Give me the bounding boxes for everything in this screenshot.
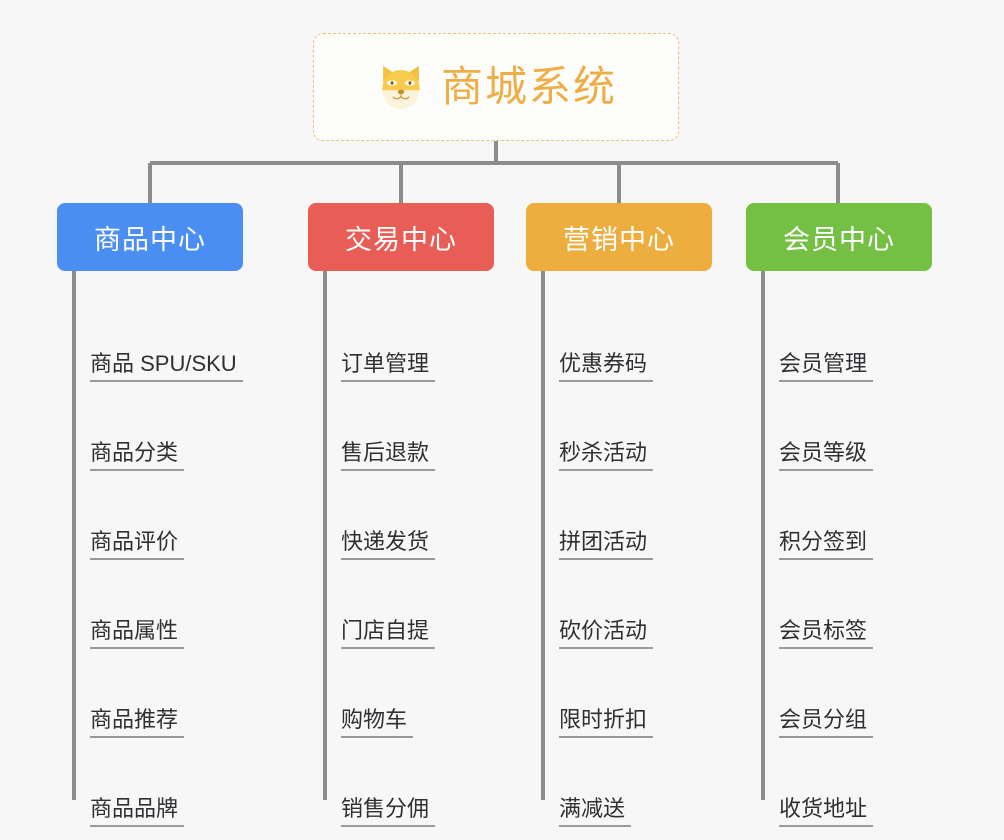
root-title: 商城系统 bbox=[440, 63, 617, 110]
leaf-label: 销售分佣 bbox=[341, 797, 436, 827]
list-item[interactable]: 秒杀活动 bbox=[526, 382, 712, 471]
list-item[interactable]: 限时折扣 bbox=[526, 649, 712, 738]
list-item[interactable]: 订单管理 bbox=[308, 293, 494, 382]
leaf-label: 会员等级 bbox=[779, 441, 874, 471]
category-label-2: 营销中心 bbox=[563, 224, 675, 255]
column-product-center: 商品中心 商品 SPU/SKU 商品分类 商品评价 商品属性 商品推荐 商品品牌 bbox=[57, 203, 243, 827]
column-trade-center: 交易中心 订单管理 售后退款 快递发货 门店自提 购物车 销售分佣 bbox=[308, 203, 494, 827]
leaf-list-3: 会员管理 会员等级 积分签到 会员标签 会员分组 收货地址 bbox=[746, 271, 932, 827]
list-item[interactable]: 商品推荐 bbox=[57, 649, 243, 738]
leaf-label: 商品分类 bbox=[90, 441, 185, 471]
leaf-label: 秒杀活动 bbox=[559, 441, 654, 471]
list-item[interactable]: 销售分佣 bbox=[308, 738, 494, 827]
root-node[interactable]: 商城系统 bbox=[313, 33, 679, 141]
list-item[interactable]: 砍价活动 bbox=[526, 560, 712, 649]
leaf-label: 会员分组 bbox=[779, 708, 874, 738]
leaf-label: 商品推荐 bbox=[90, 708, 185, 738]
list-item[interactable]: 商品属性 bbox=[57, 560, 243, 649]
category-box-1[interactable]: 交易中心 bbox=[308, 203, 494, 271]
list-item[interactable]: 商品 SPU/SKU bbox=[57, 293, 243, 382]
leaf-list-1: 订单管理 售后退款 快递发货 门店自提 购物车 销售分佣 bbox=[308, 271, 494, 827]
leaf-list-0: 商品 SPU/SKU 商品分类 商品评价 商品属性 商品推荐 商品品牌 bbox=[57, 271, 243, 827]
list-item[interactable]: 商品品牌 bbox=[57, 738, 243, 827]
list-item[interactable]: 拼团活动 bbox=[526, 471, 712, 560]
column-member-center: 会员中心 会员管理 会员等级 积分签到 会员标签 会员分组 收货地址 bbox=[746, 203, 932, 827]
leaf-label: 售后退款 bbox=[341, 441, 436, 471]
shiba-dog-face-icon bbox=[375, 61, 427, 113]
leaf-label: 商品 SPU/SKU bbox=[90, 352, 243, 382]
list-item[interactable]: 会员管理 bbox=[746, 293, 932, 382]
category-box-3[interactable]: 会员中心 bbox=[746, 203, 932, 271]
leaf-label: 会员管理 bbox=[779, 352, 874, 382]
leaf-list-2: 优惠券码 秒杀活动 拼团活动 砍价活动 限时折扣 满减送 bbox=[526, 271, 712, 827]
list-item[interactable]: 快递发货 bbox=[308, 471, 494, 560]
list-item[interactable]: 积分签到 bbox=[746, 471, 932, 560]
category-label-0: 商品中心 bbox=[94, 224, 206, 255]
leaf-label: 门店自提 bbox=[341, 619, 436, 649]
list-item[interactable]: 商品分类 bbox=[57, 382, 243, 471]
leaf-label: 商品评价 bbox=[90, 530, 185, 560]
list-item[interactable]: 购物车 bbox=[308, 649, 494, 738]
leaf-label: 订单管理 bbox=[341, 352, 436, 382]
leaf-label: 砍价活动 bbox=[559, 619, 654, 649]
leaf-label: 限时折扣 bbox=[559, 708, 654, 738]
column-marketing-center: 营销中心 优惠券码 秒杀活动 拼团活动 砍价活动 限时折扣 满减送 bbox=[526, 203, 712, 827]
leaf-label: 会员标签 bbox=[779, 619, 874, 649]
list-item[interactable]: 售后退款 bbox=[308, 382, 494, 471]
category-label-3: 会员中心 bbox=[783, 224, 895, 255]
list-item[interactable]: 收货地址 bbox=[746, 738, 932, 827]
list-item[interactable]: 会员分组 bbox=[746, 649, 932, 738]
leaf-label: 购物车 bbox=[341, 708, 414, 738]
list-item[interactable]: 满减送 bbox=[526, 738, 712, 827]
leaf-label: 商品属性 bbox=[90, 619, 185, 649]
leaf-label: 满减送 bbox=[559, 797, 632, 827]
list-item[interactable]: 会员标签 bbox=[746, 560, 932, 649]
category-box-0[interactable]: 商品中心 bbox=[57, 203, 243, 271]
list-item[interactable]: 会员等级 bbox=[746, 382, 932, 471]
leaf-label: 积分签到 bbox=[779, 530, 874, 560]
list-item[interactable]: 商品评价 bbox=[57, 471, 243, 560]
list-item[interactable]: 门店自提 bbox=[308, 560, 494, 649]
leaf-label: 优惠券码 bbox=[559, 352, 654, 382]
leaf-label: 收货地址 bbox=[779, 797, 874, 827]
category-label-1: 交易中心 bbox=[345, 224, 457, 255]
leaf-label: 拼团活动 bbox=[559, 530, 654, 560]
leaf-label: 快递发货 bbox=[341, 530, 436, 560]
category-box-2[interactable]: 营销中心 bbox=[526, 203, 712, 271]
list-item[interactable]: 优惠券码 bbox=[526, 293, 712, 382]
leaf-label: 商品品牌 bbox=[90, 797, 185, 827]
